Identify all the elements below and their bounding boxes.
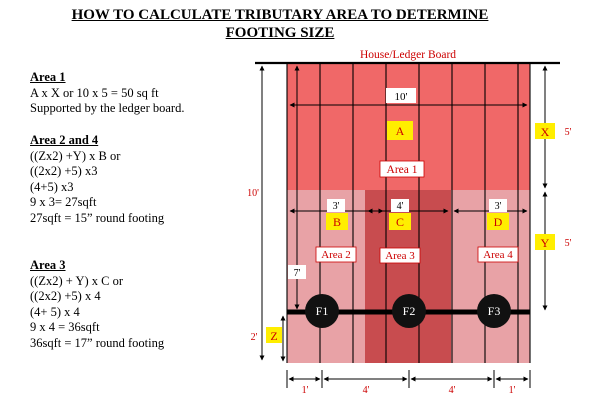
area2-label-box: [315, 246, 357, 263]
area1-heading: Area 1: [30, 70, 66, 84]
bottom-dim-ticks: [286, 370, 531, 388]
cantilever-dim-box: [288, 265, 306, 279]
dim-d-box: [489, 199, 507, 212]
dim-c: 4': [397, 201, 404, 212]
title-line-1: HOW TO CALCULATE TRIBUTARY AREA TO DETER…: [71, 7, 489, 23]
label-z: Z: [270, 329, 277, 343]
footing-f2: [392, 294, 426, 328]
label-d-box: [487, 213, 509, 230]
dim-b: 3': [333, 201, 340, 212]
area2-4-heading: Area 2 and 4: [30, 133, 99, 147]
label-c-box: [389, 213, 411, 230]
footing-f1: [305, 294, 339, 328]
area2-4-calculation: Area 2 and 4 ((Zx2) +Y) x B or ((2x2) +5…: [30, 133, 164, 226]
label-b-box: [326, 213, 348, 230]
calc-line: ((Zx2) + Y) x C or: [30, 273, 124, 288]
label-d: D: [494, 215, 503, 229]
page-title: HOW TO CALCULATE TRIBUTARY AREA TO DETER…: [0, 6, 560, 42]
calc-line: (4+5) x3: [30, 179, 74, 194]
label-b: B: [333, 215, 341, 229]
label-a: A: [396, 124, 405, 138]
label-c: C: [396, 215, 404, 229]
bottom-dim-1: 1': [302, 385, 309, 396]
calc-line: 9 x 3= 27sqft: [30, 195, 97, 209]
area1-calculation: Area 1 A x X or 10 x 5 = 50 sq ft Suppor…: [30, 70, 184, 117]
label-a-box: [387, 121, 413, 140]
area4-label: Area 4: [483, 249, 513, 261]
label-y: Y: [541, 236, 550, 250]
dim-b-box: [327, 199, 345, 212]
area3-calculation: Area 3 ((Zx2) + Y) x C or ((2x2) +5) x 4…: [30, 258, 164, 351]
cantilever-dim: 7': [294, 268, 301, 279]
left-dim: 10': [247, 188, 259, 199]
dim-y: 5': [565, 238, 572, 249]
bottom-dim-2: 4': [363, 385, 370, 396]
top-span-box: [386, 88, 416, 103]
area2-label: Area 2: [321, 249, 351, 261]
calc-line: 9 x 4 = 36sqft: [30, 320, 100, 334]
calc-line: 27sqft = 15” round footing: [30, 210, 165, 225]
footing-f2-label: F2: [403, 304, 416, 318]
area3-heading: Area 3: [30, 258, 66, 272]
calc-line: 36sqft = 17” round footing: [30, 335, 165, 350]
footing-f3-label: F3: [488, 304, 501, 318]
title-line-2: FOOTING SIZE: [225, 25, 335, 41]
area1-label: Area 1: [387, 164, 418, 176]
dim-z: 2': [251, 332, 258, 343]
label-x: X: [541, 125, 550, 139]
bottom-dim-3: 4': [449, 385, 456, 396]
calc-line: Supported by the ledger board.: [30, 101, 185, 115]
calc-line: ((2x2) +5) x 4: [30, 289, 101, 303]
top-span-label: 10': [395, 91, 408, 103]
calc-line: ((2x2) +5) x3: [30, 164, 98, 178]
label-y-box: [535, 234, 555, 250]
dim-c-box: [391, 199, 409, 212]
ledger-label: House/Ledger Board: [360, 49, 456, 61]
dim-d: 3': [495, 201, 502, 212]
area4-label-box: [477, 246, 519, 263]
area3-label-box: [379, 247, 421, 264]
area1-label-box: [379, 160, 425, 178]
footing-f3: [477, 294, 511, 328]
label-x-box: [535, 123, 555, 139]
calc-line: ((Zx2) +Y) x B or: [30, 148, 121, 163]
label-z-box: [266, 327, 282, 343]
area3-label: Area 3: [385, 250, 415, 262]
calc-line: (4+ 5) x 4: [30, 304, 80, 319]
calc-line: A x X or 10 x 5 = 50 sq ft: [30, 85, 159, 100]
dim-x: 5': [565, 127, 572, 138]
footing-f1-label: F1: [316, 304, 329, 318]
bottom-dim-4: 1': [509, 385, 516, 396]
